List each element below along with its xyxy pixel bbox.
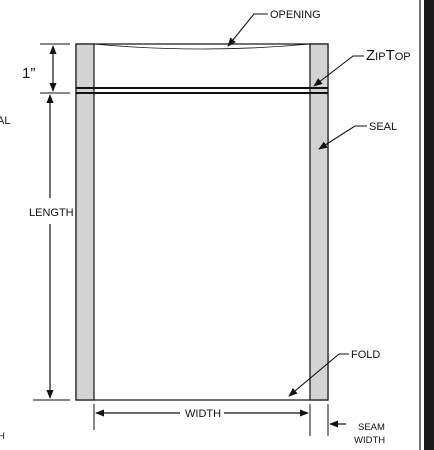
opening-label: OPENING [270,9,321,21]
length-label: LENGTH [29,207,74,219]
opening-curve [93,43,311,50]
right-frame-bar [424,0,434,450]
width-label: WIDTH [185,408,221,420]
bottom-partial-label: H [0,431,5,442]
seam-label-line2: WIDTH [354,435,385,446]
fold-leader [288,353,349,397]
ziptop-label: ZIPTOP [366,47,411,64]
fold-label: FOLD [351,349,380,361]
ziptop-leader [313,55,364,87]
left-seam [75,43,95,401]
seal-label: SEAL [369,121,397,133]
right-seam [309,43,329,401]
bag-outline [75,43,329,401]
seal-leader [318,125,367,150]
seam-label-line1: SEAM [358,422,385,433]
seal-partial-label: AL [0,115,10,127]
one-inch-label: 1” [22,65,35,82]
opening-leader [227,13,268,47]
